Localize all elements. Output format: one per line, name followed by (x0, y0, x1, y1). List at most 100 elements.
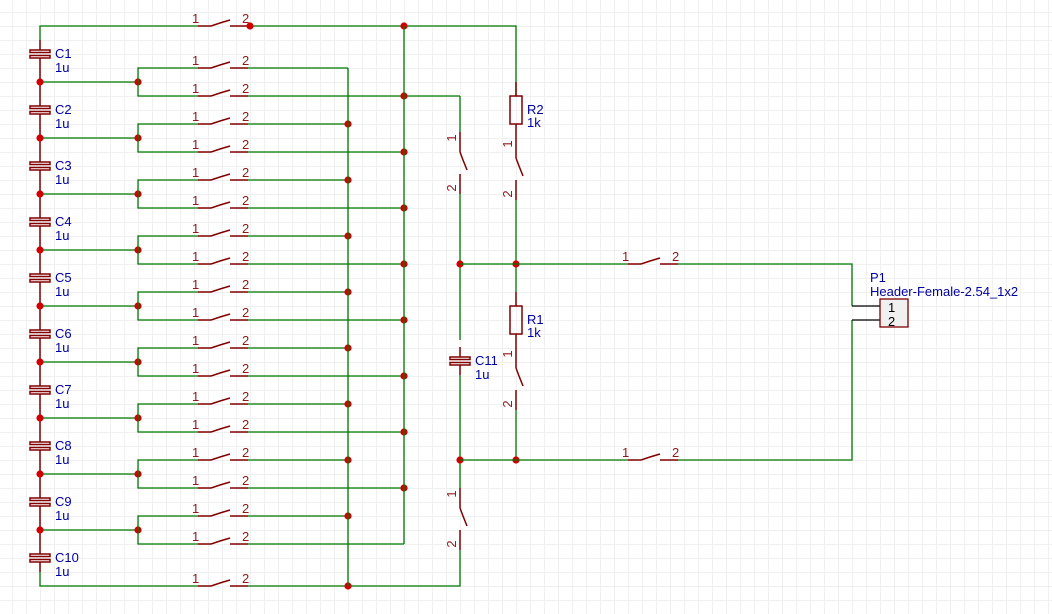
switch-pin-label-2: 2 (672, 249, 679, 264)
wire[interactable] (137, 403, 198, 418)
wire[interactable] (137, 418, 198, 433)
capacitor-value: 1u (55, 452, 69, 467)
switch[interactable]: 12 (500, 138, 524, 200)
wire[interactable] (137, 347, 198, 362)
switch-lever (210, 201, 231, 209)
wire[interactable] (137, 306, 198, 321)
capacitor-plate (29, 553, 51, 558)
switch-pin-label-1: 1 (192, 305, 199, 320)
capacitor-value: 1u (55, 564, 69, 579)
connector-ref: P1 (870, 270, 886, 285)
switch-pin-label-1: 1 (192, 109, 199, 124)
junction-dot (36, 190, 44, 198)
wire[interactable] (678, 263, 853, 306)
wire[interactable] (39, 25, 198, 40)
wire[interactable] (137, 362, 198, 377)
wire[interactable] (137, 138, 198, 153)
wire[interactable] (137, 459, 198, 474)
switch[interactable]: 12 (500, 348, 524, 410)
wire[interactable] (137, 82, 198, 97)
capacitor-plate (29, 166, 51, 171)
switch-pin-label-2: 2 (242, 473, 249, 488)
switch-pin-label-2: 2 (242, 53, 249, 68)
switch-lever (515, 367, 524, 387)
switch-lever (210, 453, 231, 461)
wire[interactable] (137, 67, 198, 82)
wire[interactable] (137, 530, 198, 545)
wire[interactable] (248, 562, 461, 587)
switch-pin-label-1: 1 (192, 81, 199, 96)
connector-body (879, 298, 909, 328)
connector-value: Header-Female-2.54_1x2 (870, 284, 1018, 299)
switch-pin-label-1: 1 (500, 140, 515, 147)
wire[interactable] (137, 515, 198, 530)
switch[interactable]: 12 (444, 488, 468, 550)
switch-lever (210, 19, 231, 27)
switch-pin-label-2: 2 (242, 81, 249, 96)
switch-pin-label-1: 1 (444, 134, 459, 141)
wire[interactable] (137, 235, 198, 250)
wire[interactable] (137, 194, 198, 209)
switch-pin-label-2: 2 (444, 540, 459, 547)
capacitor-plate (29, 334, 51, 339)
capacitor-plate (29, 446, 51, 451)
wire[interactable] (248, 25, 517, 96)
capacitor-value: 1u (55, 116, 69, 131)
switch[interactable]: 12 (444, 132, 468, 194)
wire[interactable] (137, 179, 198, 194)
switch-pin-label-2: 2 (500, 190, 515, 197)
switch-lever (210, 173, 231, 181)
switch-lever (210, 425, 231, 433)
capacitor-ref: C6 (55, 326, 72, 341)
wire[interactable] (137, 291, 198, 306)
switch-pin-label-1: 1 (192, 333, 199, 348)
wire[interactable] (137, 250, 198, 265)
wire[interactable] (137, 123, 198, 138)
switch-lever (210, 61, 231, 69)
resistor-value: 1k (527, 325, 541, 340)
capacitor-value: 1u (475, 367, 489, 382)
switch-pin-label-1: 1 (192, 445, 199, 460)
wire[interactable] (678, 320, 853, 461)
wire[interactable] (39, 572, 198, 587)
switch-pin-label-2: 2 (242, 333, 249, 348)
wire[interactable] (137, 474, 198, 489)
